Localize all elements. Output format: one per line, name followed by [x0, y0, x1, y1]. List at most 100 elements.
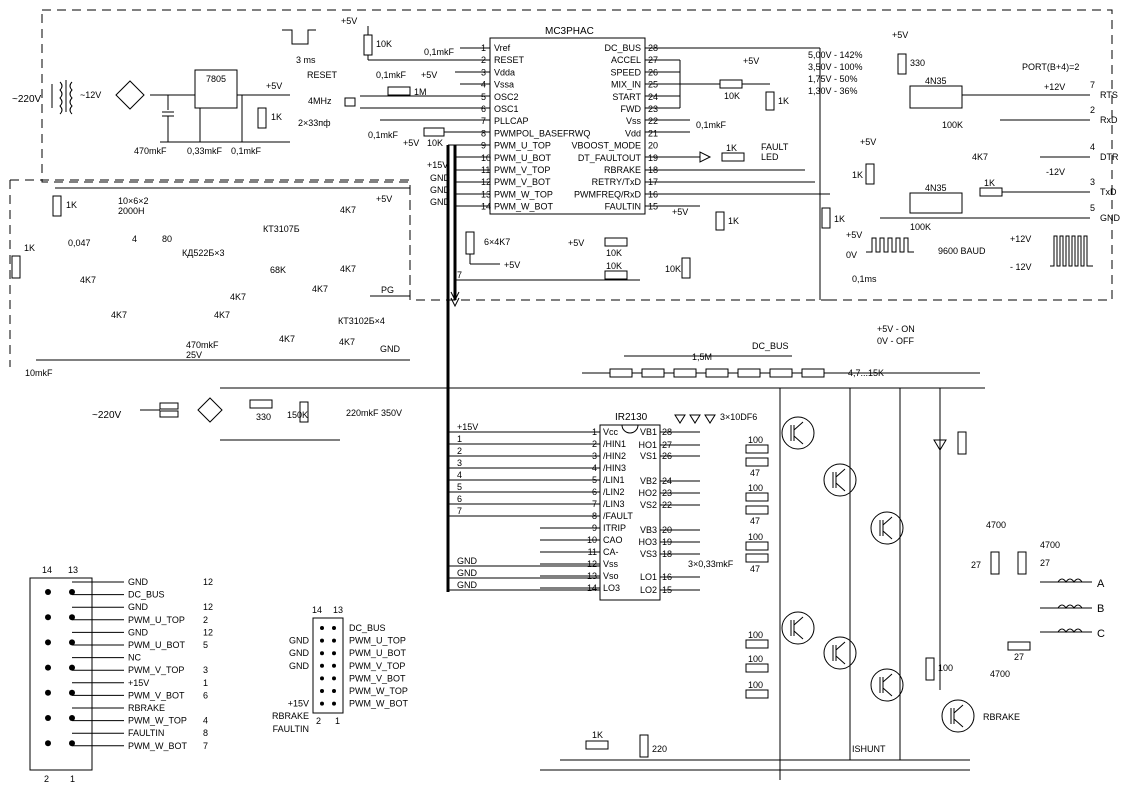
mains-r330-label: 330: [256, 412, 271, 422]
pot-label: 4,7...15K: [848, 368, 884, 378]
mc3phac-pin-num: 4: [481, 80, 486, 90]
psu-gnd-wire-label: GND: [430, 197, 451, 207]
conn-left-row-num: 7: [203, 741, 208, 751]
psu-v5-label: +5V: [376, 194, 392, 204]
rxd-label: RxD: [1100, 115, 1118, 125]
conn-mid-top-right: 13: [333, 605, 343, 615]
mc3phac-pin-num: 20: [648, 141, 658, 151]
dcbus-label: DC_BUS: [752, 341, 789, 351]
gate-resistor-47-label: 47: [750, 468, 760, 478]
r100k-2-label: 100K: [910, 222, 931, 232]
mc3phac-pin-num: 10: [481, 153, 491, 163]
conn-left-row-label: +15V: [128, 678, 149, 688]
psu-r4k7-label: 4K7: [214, 310, 230, 320]
mc3phac-pin-num: 7: [481, 116, 486, 126]
gnd-wire-label: GND: [457, 568, 478, 578]
conn-mid-right-label: PWM_U_BOT: [349, 648, 407, 658]
psu-r4k7-label: 4K7: [340, 205, 356, 215]
phase-c-label: C: [1097, 628, 1105, 640]
mc3phac-pin-name: RBRAKE: [604, 165, 641, 175]
pulse-v5-label: +5V: [846, 230, 862, 240]
pulse-v0-label: 0V: [846, 250, 857, 260]
mc3phac-pin-num: 15: [648, 202, 658, 212]
mc3phac-pin-name: DC_BUS: [604, 43, 641, 53]
c01-vref-label: 0,1mkF: [424, 47, 455, 57]
conn-left-top-right: 13: [68, 565, 78, 575]
r100k-1-label: 100K: [942, 120, 963, 130]
conn-left-top-left: 14: [42, 565, 52, 575]
ir2130-pin-name: /HIN2: [603, 451, 626, 461]
transformer-output-label: ~12V: [80, 90, 101, 100]
mc3phac-pin-name: OSC1: [494, 104, 519, 114]
c10-label: 10mkF: [25, 368, 53, 378]
conn-left-row-num: 3: [203, 665, 208, 675]
mc3phac-pin-name: MIX_IN: [611, 80, 641, 90]
mc3phac-pin-name: Vdda: [494, 67, 515, 77]
speed-table-row: 5,00V - 142%: [808, 50, 863, 60]
mc3phac-pin-name: FAULTIN: [605, 202, 641, 212]
r1k-led-label: 1K: [852, 170, 863, 180]
turns80-label: 80: [162, 234, 172, 244]
divider-resistor: [737, 368, 761, 378]
divider-resistor: [801, 368, 825, 378]
pulse-plus12-label: +12V: [1010, 234, 1031, 244]
igbt-transistor: [781, 611, 815, 645]
input-wire-label: 5: [457, 482, 462, 492]
v5-reset-label: +5V: [341, 16, 357, 26]
mc3phac-pin-name: RESET: [494, 55, 525, 65]
mains-section: ~220V 330 150K 220mkF 350V DC_BUS 1,5M 4…: [92, 324, 985, 441]
divider-resistor: [705, 368, 729, 378]
psu-r4k7-label: 4K7: [340, 264, 356, 274]
mc3phac-pin-name: PWM_U_TOP: [494, 141, 551, 151]
mc3phac-pin-name: PWM_V_BOT: [494, 177, 551, 187]
conn-left-row-num: 8: [203, 728, 208, 738]
ir2130-pin-name: VB3: [640, 525, 657, 535]
rxd-pin-num: 2: [1090, 105, 1095, 115]
mc3phac-pin-name: VBOOST_MODE: [571, 141, 641, 151]
kt3102-label: КТ3102Б×4: [338, 316, 385, 326]
gnd-wire-label: GND: [457, 556, 478, 566]
mc3phac-pin-name: PWMFREQ/RxD: [574, 189, 641, 199]
conn-left-row-label: PWM_U_TOP: [128, 615, 185, 625]
igbt-transistor: [823, 463, 857, 497]
conn-left-row-num: 12: [203, 602, 213, 612]
psu-r4k7-label: 4K7: [339, 337, 355, 347]
gnd-wire-label: GND: [457, 580, 478, 590]
conn-left-row-num: 2: [203, 615, 208, 625]
bootstrap-caps-label: 3×0,33mkF: [688, 559, 734, 569]
igbt-transistor: [941, 699, 975, 733]
mc3phac-pin-num: 5: [481, 92, 486, 102]
ir2130-pin-name: HO1: [638, 440, 657, 450]
cap033-label: 0,33mkF: [187, 146, 223, 156]
input-wire-label: 6: [457, 494, 462, 504]
ir2130-pin-name: CA-: [603, 547, 619, 557]
snubber-res-label: 27: [1014, 652, 1024, 662]
mc3phac-pin-name: PLLCAP: [494, 116, 529, 126]
conn-mid-right-label: DC_BUS: [349, 623, 386, 633]
opto2-label: 4N35: [925, 183, 947, 193]
gate-resistor-47: [745, 457, 769, 467]
snubber-res-label: 27: [971, 560, 981, 570]
r1k-fault-label: 1K: [726, 143, 737, 153]
v5-c-label: +5V: [672, 207, 688, 217]
psu-board-outline: [9, 179, 411, 367]
txd-pin-num: 3: [1090, 177, 1095, 187]
serial-v5-label: +5V: [892, 30, 908, 40]
conn-mid-right-label: PWM_V_TOP: [349, 661, 405, 671]
mc3phac-pin-name: RETRY/TxD: [592, 177, 642, 187]
ir2130-pin-name: VS3: [640, 549, 657, 559]
turns4-label: 4: [132, 234, 137, 244]
speed-table-row: 1,75V - 50%: [808, 74, 858, 84]
input-wire-label: 7: [457, 506, 462, 516]
gate-resistor-47: [745, 505, 769, 515]
r220-label: 220: [652, 744, 667, 754]
r1k-control-label: 1K: [778, 96, 789, 106]
v5-supply-label: +5V: [266, 81, 282, 91]
ir2130-pin-name: /LIN3: [603, 499, 625, 509]
mc3phac-pin-name: Vref: [494, 43, 511, 53]
ir2130-pin-name: LO3: [603, 583, 620, 593]
conn-mid-left-label: FAULTIN: [273, 724, 309, 734]
